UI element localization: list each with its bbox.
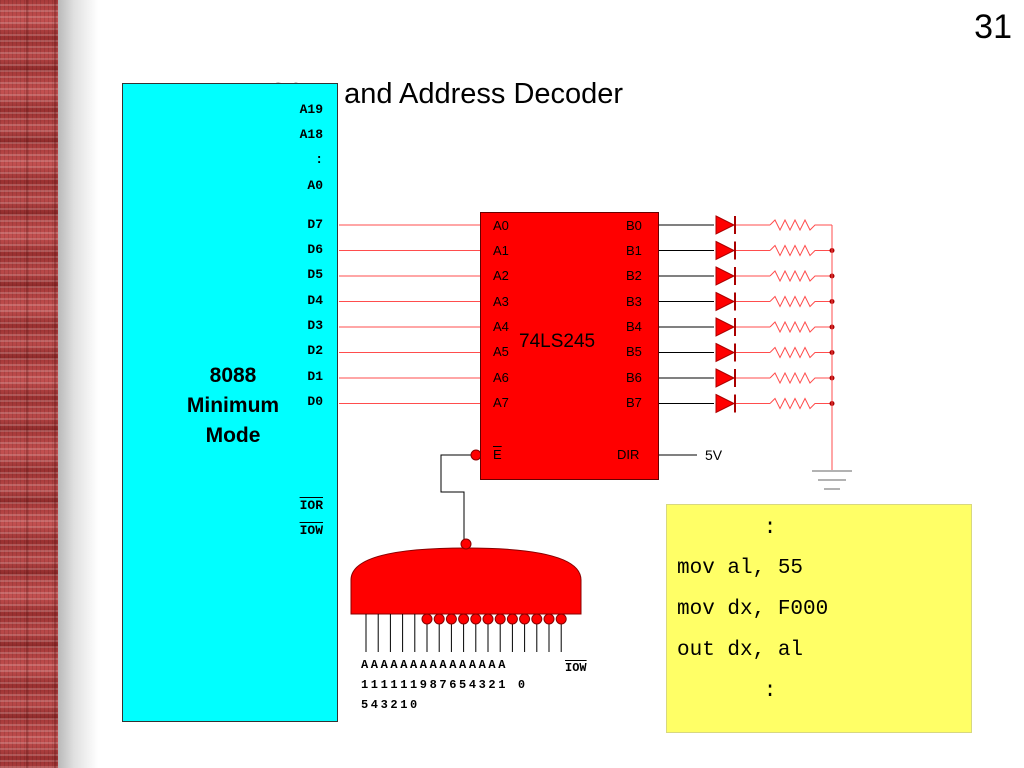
- code-line-3: mov dx, F000: [677, 598, 829, 621]
- pin-a0: A0: [307, 178, 323, 193]
- inverter-bubble: [494, 613, 506, 625]
- resistor-array: [736, 218, 835, 410]
- cpu-label-line-1: 8088: [209, 364, 257, 387]
- chip-pin-b6: B6: [626, 370, 642, 385]
- pin-d4: D4: [307, 293, 323, 308]
- decoder-input-labels-row2: 111111987654321 0: [361, 678, 528, 692]
- pin-d0: D0: [307, 394, 323, 409]
- pin-d2: D2: [307, 343, 323, 358]
- chip-pin-a4: A4: [493, 319, 509, 334]
- decorative-left-border: [0, 0, 58, 768]
- resistor-icon: [769, 371, 832, 385]
- decoder-input-labels-row3: 543210: [361, 698, 420, 712]
- pin-ellipsis: :: [315, 152, 323, 167]
- chip-pin-a7: A7: [493, 395, 509, 410]
- chip-label: 74LS245: [517, 331, 598, 353]
- led-array: [715, 215, 736, 414]
- cpu-label-line-3: Mode: [205, 424, 261, 447]
- chip-pin-dir: DIR: [617, 447, 640, 462]
- chip-pin-a2: A2: [493, 268, 509, 283]
- code-line-2: mov al, 55: [677, 557, 804, 580]
- code-box: : mov al, 55 mov dx, F000 out dx, al :: [666, 504, 972, 733]
- inverter-bubble: [519, 613, 531, 625]
- ground-icon: [812, 470, 852, 490]
- chip-pin-a0: A0: [493, 218, 509, 233]
- code-line-4: out dx, al: [677, 639, 804, 662]
- resistor-icon: [769, 346, 832, 359]
- chip-pin-b1: B1: [626, 243, 642, 258]
- pin-a19: A19: [299, 102, 323, 117]
- resistor-icon: [769, 218, 832, 232]
- led-icon: [715, 368, 736, 388]
- code-line-1: :: [763, 517, 777, 540]
- inverter-bubble: [531, 613, 543, 625]
- chip-pin-a3: A3: [493, 294, 509, 309]
- pin-d1: D1: [307, 369, 323, 384]
- dir-level-label: 5V: [705, 447, 723, 463]
- pin-d3: D3: [307, 318, 323, 333]
- nand-gate-icon: [350, 538, 582, 615]
- decoder-input-labels-row1: AAAAAAAAAAAAAAA: [361, 658, 509, 672]
- chip-pin-b0: B0: [626, 218, 642, 233]
- inverter-bubble: [470, 613, 482, 625]
- inverter-bubble: [458, 613, 470, 625]
- led-icon: [715, 240, 736, 261]
- led-icon: [715, 393, 736, 414]
- led-icon: [715, 266, 736, 286]
- led-icon: [715, 317, 736, 337]
- chip-pin-b2: B2: [626, 268, 642, 283]
- slide-number: 31: [974, 8, 1012, 46]
- gate-input-wires: [365, 613, 567, 652]
- code-line-5: :: [763, 680, 777, 703]
- inverter-bubble: [421, 613, 433, 625]
- cpu-8088: A19 A18 : A0 D7 D6 D5 D4 D3 D2 D1 D0 IOR…: [122, 83, 338, 722]
- pin-d5: D5: [307, 267, 323, 282]
- decoder-iow-label: IOW: [565, 661, 587, 675]
- chip-pin-a1: A1: [493, 243, 509, 258]
- inverter-bubble: [543, 613, 555, 625]
- chip-pin-b4: B4: [626, 319, 642, 334]
- led-icon: [715, 291, 736, 312]
- data-bus-wires: [339, 224, 480, 404]
- chip-pin-b7: B7: [626, 395, 642, 410]
- pin-iow: IOW: [299, 523, 323, 538]
- inverter-bubble: [445, 613, 457, 625]
- chip-pin-enable: E: [493, 447, 502, 462]
- chip-pin-b3: B3: [626, 294, 642, 309]
- led-icon: [715, 215, 736, 235]
- resistor-icon: [769, 320, 832, 334]
- inverter-bubble: [482, 613, 494, 625]
- inverter-bubble: [433, 613, 445, 625]
- inverter-bubble: [506, 613, 518, 625]
- chip-pin-a6: A6: [493, 370, 509, 385]
- resistor-icon: [769, 295, 832, 308]
- resistor-icon: [769, 269, 832, 283]
- inverter-bubble: [555, 613, 567, 625]
- resistor-icon: [769, 244, 832, 257]
- resistor-icon: [769, 397, 832, 410]
- led-icon: [715, 342, 736, 363]
- chip-74ls245: A0 A1 A2 A3 A4 A5 A6 A7 B0 B1 B2 B3 B4 B…: [480, 212, 659, 480]
- border-shadow: [58, 0, 98, 768]
- chip-pin-a5: A5: [493, 344, 509, 359]
- pin-d6: D6: [307, 242, 323, 257]
- chip-pin-b5: B5: [626, 344, 642, 359]
- b-side-wires: [659, 224, 714, 404]
- pin-a18: A18: [299, 127, 323, 142]
- pin-ior: IOR: [299, 498, 323, 513]
- cpu-label: 8088 Minimum Mode: [163, 361, 303, 451]
- enable-wire: [440, 454, 472, 540]
- pin-d7: D7: [307, 217, 323, 232]
- cpu-label-line-2: Minimum: [186, 394, 280, 417]
